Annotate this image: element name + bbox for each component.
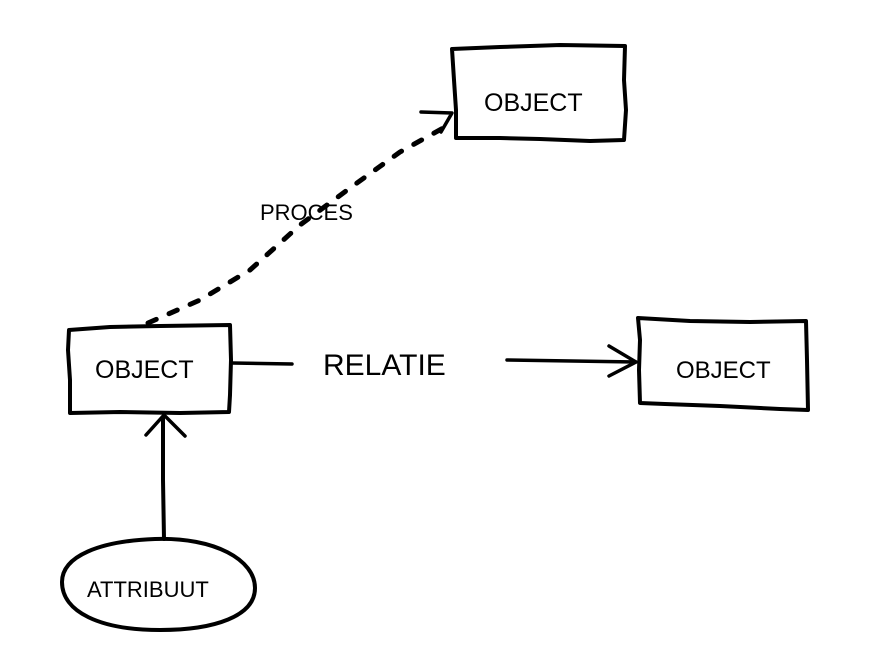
process-arrow — [145, 110, 454, 326]
process-dotted-line — [145, 124, 448, 326]
attribute-arrow — [144, 413, 187, 541]
attribute-label: ATTRIBUUT — [87, 577, 209, 602]
relation-line-right — [505, 358, 638, 364]
top-object-label: OBJECT — [484, 89, 583, 117]
relation-line-left — [230, 361, 294, 366]
left-object-box — [66, 323, 233, 415]
top-object-box — [450, 43, 628, 143]
right-object-box — [636, 316, 810, 412]
relation-arrowhead — [607, 344, 638, 378]
attribute-line — [161, 416, 166, 541]
attribute-ellipse — [60, 536, 257, 632]
attribute-arrowhead — [144, 413, 187, 438]
relation-arrow — [230, 344, 638, 378]
relation-label: RELATIE — [323, 349, 446, 382]
right-object-label: OBJECT — [676, 357, 771, 384]
process-arrowhead — [419, 110, 454, 134]
process-label: PROCES — [260, 200, 353, 225]
left-object-label: OBJECT — [95, 356, 194, 384]
